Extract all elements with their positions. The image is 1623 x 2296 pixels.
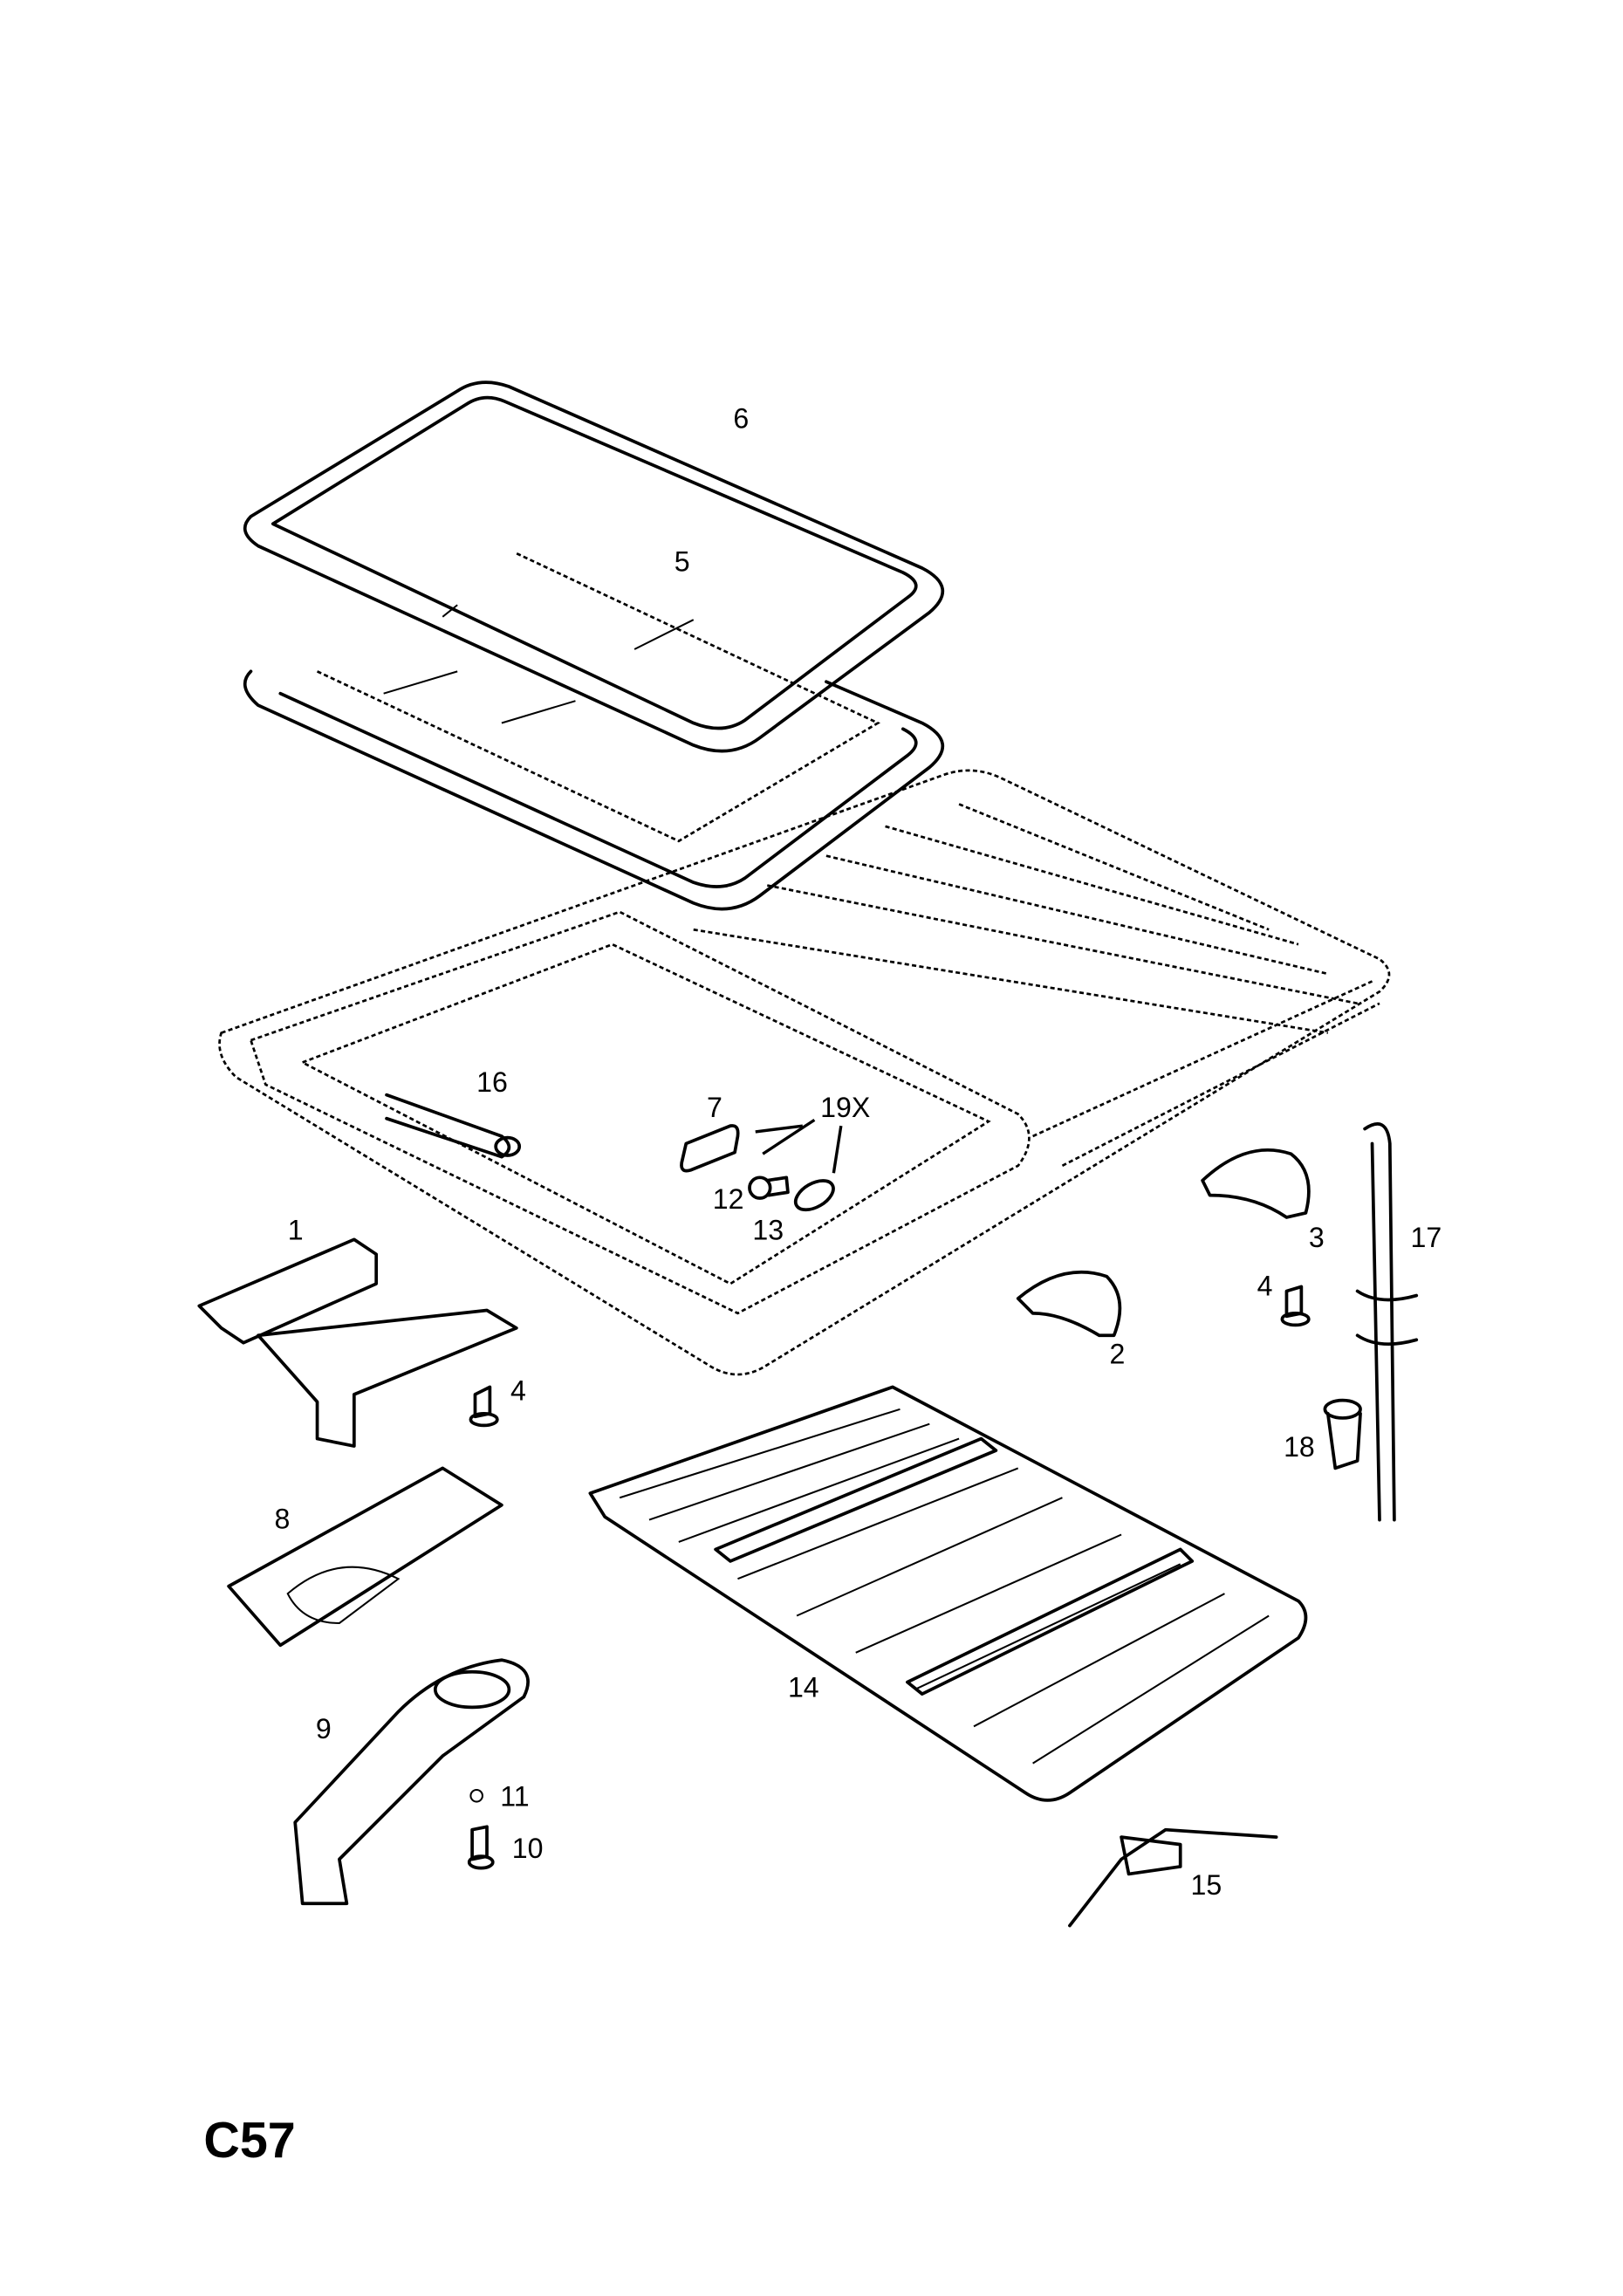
callout-4-right: 4 <box>1257 1271 1273 1302</box>
callout-13: 13 <box>752 1214 784 1245</box>
callout-14: 14 <box>788 1672 819 1703</box>
callout-18: 18 <box>1284 1431 1315 1463</box>
callout-3: 3 <box>1309 1222 1325 1253</box>
clips-2-3 <box>1016 1148 1311 1338</box>
callout-11: 11 <box>500 1781 529 1813</box>
callout-4-left: 4 <box>510 1375 526 1407</box>
callout-9: 9 <box>316 1713 332 1744</box>
callout-12: 12 <box>713 1183 744 1215</box>
callout-8: 8 <box>275 1504 291 1535</box>
clip-18 <box>1323 1398 1362 1470</box>
page-code: C57 <box>203 2113 295 2169</box>
callout-10: 10 <box>512 1833 544 1864</box>
callout-5: 5 <box>675 545 690 577</box>
bracket-1 <box>197 1237 518 1448</box>
drain-hose-17 <box>1355 1122 1419 1522</box>
callout-2: 2 <box>1110 1338 1126 1369</box>
sunshade-14 <box>588 1385 1308 1802</box>
callout-7: 7 <box>707 1092 722 1123</box>
seal-strip-16 <box>385 1093 522 1159</box>
callout-6: 6 <box>733 402 749 434</box>
roof-panel <box>218 769 1391 1376</box>
link-15 <box>1068 1827 1278 1928</box>
screw-10-washer-11 <box>467 1789 495 1870</box>
screws-4 <box>469 1285 1311 1428</box>
cover-8 <box>227 1466 503 1648</box>
callout-16: 16 <box>476 1066 508 1098</box>
callout-17: 17 <box>1410 1222 1442 1253</box>
seal-frame-6 <box>243 380 945 753</box>
crank-handle-9 <box>293 1658 530 1906</box>
callout-1: 1 <box>288 1214 304 1245</box>
small-parts-7-12-13 <box>680 1118 843 1212</box>
glass-panel-5 <box>243 552 945 911</box>
callout-15: 15 <box>1191 1869 1222 1901</box>
callout-19x: 19X <box>820 1092 870 1123</box>
